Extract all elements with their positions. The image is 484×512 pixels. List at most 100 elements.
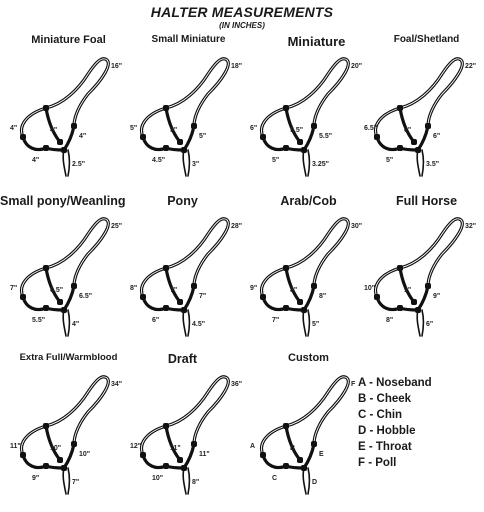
halter-knot <box>425 123 431 129</box>
halter-rope-poll <box>374 217 464 299</box>
rope-highlight <box>261 218 349 298</box>
measurement-noseband: 9" <box>250 285 257 292</box>
measurement-cheek: B <box>290 445 295 452</box>
measurement-throat: 4" <box>72 321 79 328</box>
measurement-throat: 2.5" <box>72 161 85 168</box>
halter-rope-drawing: 30"9"8"8"7"5" <box>250 217 362 337</box>
halter-rope-hobble <box>62 284 76 312</box>
measurement-cheek: 5" <box>170 127 177 134</box>
halter-knot <box>191 441 197 447</box>
halter-knot <box>163 265 169 271</box>
halter-size-label: Foal/Shetland <box>393 34 460 45</box>
measurement-chin: 4" <box>32 157 39 164</box>
measurement-cheek: 10" <box>50 445 61 452</box>
legend-item-hobble: D - Hobble <box>358 425 416 437</box>
halter-rope-lead <box>302 309 307 337</box>
measurement-poll: 16" <box>111 63 122 70</box>
measurement-noseband: 6.5" <box>364 125 377 132</box>
measurement-hobble: E <box>319 451 324 458</box>
measurement-poll: 25" <box>111 223 122 230</box>
legend-item-throat: E - Throat <box>358 441 412 453</box>
halter-rope-nose <box>21 135 48 152</box>
halter-knot <box>163 463 169 469</box>
measurement-hobble: 9" <box>433 293 440 300</box>
measurement-throat: D <box>312 479 317 486</box>
measurement-hobble: 5.5" <box>319 133 332 140</box>
measurement-noseband: 11" <box>10 443 21 450</box>
halter-size-label: Extra Full/Warmblood <box>19 352 118 363</box>
measurement-chin: 10" <box>152 475 163 482</box>
halter-rope-poll <box>20 375 110 457</box>
measurement-hobble: 8" <box>319 293 326 300</box>
halter-knot <box>140 134 146 140</box>
measurement-throat: 7" <box>72 479 79 486</box>
measurement-poll: 36" <box>231 381 242 388</box>
halter-knot <box>20 294 26 300</box>
halter-knot <box>374 294 380 300</box>
measurement-chin: 8" <box>386 317 393 324</box>
halter-rope-hobble <box>302 442 316 470</box>
measurement-hobble: 5" <box>199 133 206 140</box>
halter-rope-hobble <box>182 124 196 152</box>
halter-knot <box>260 294 266 300</box>
halter-rope-hobble <box>182 284 196 312</box>
halter-knot <box>297 457 303 463</box>
measurement-throat: 6" <box>426 321 433 328</box>
measurement-chin: 5" <box>272 157 279 164</box>
halter-rope-lead2 <box>307 149 311 177</box>
halter-knot <box>140 452 146 458</box>
halter-rope-cheek <box>284 424 302 462</box>
halter-size-label: Full Horse <box>395 194 458 208</box>
halter-rope-lead2 <box>67 467 71 495</box>
halter-knot <box>283 305 289 311</box>
halter-rope-drawing: 16"4"4"4"4"2.5" <box>10 57 122 177</box>
halter-rope-hobble <box>302 124 316 152</box>
halter-rope-hobble <box>302 284 316 312</box>
halter-rope-nose <box>141 135 168 152</box>
halter-knot <box>297 299 303 305</box>
measurement-throat: 8" <box>192 479 199 486</box>
halter-rope-cheek <box>164 266 182 304</box>
halter-rope-poll <box>20 57 110 139</box>
measurement-chin: 5" <box>386 157 393 164</box>
halter-rope-poll <box>140 57 230 139</box>
halter-rope-drawing: 25"7"6.5"6.5"5.5"4" <box>10 217 122 337</box>
measurement-cheek: 7" <box>170 287 177 294</box>
halter-rope-hobble <box>416 124 430 152</box>
halter-rope-drawing: 32"10"9"9"8"6" <box>364 217 476 337</box>
halter-knot <box>43 305 49 311</box>
halter-knot <box>301 147 307 153</box>
halter-knot <box>71 283 77 289</box>
halter-knot <box>177 299 183 305</box>
halter-knot <box>397 145 403 151</box>
halter-rope-lead <box>182 467 187 495</box>
measurement-chin: 9" <box>32 475 39 482</box>
halter-knot <box>20 452 26 458</box>
halter-rope-lead <box>416 309 421 337</box>
halter-size-label: Small Miniature <box>151 34 226 45</box>
halter-size-label: Custom <box>288 352 329 364</box>
halter-knot <box>61 147 67 153</box>
halter-knot <box>260 134 266 140</box>
halter-knot <box>191 283 197 289</box>
halter-rope-poll <box>260 217 350 299</box>
halter-size-label: Arab/Cob <box>280 194 337 208</box>
halter-knot <box>177 457 183 463</box>
halter-rope-poll <box>140 375 230 457</box>
rope-highlight <box>261 58 349 138</box>
halter-knot <box>140 294 146 300</box>
halter-rope-nose <box>141 295 168 312</box>
measurement-chin: 7" <box>272 317 279 324</box>
halter-knot <box>301 465 307 471</box>
measurement-noseband: A <box>250 443 255 450</box>
halter-knot <box>163 145 169 151</box>
halter-knot <box>57 139 63 145</box>
measurement-hobble: 11" <box>199 451 210 458</box>
halter-rope-cheek <box>398 106 416 144</box>
halter-knot <box>57 457 63 463</box>
halter-knot <box>163 305 169 311</box>
halter-knot <box>61 307 67 313</box>
halter-rope-cheek <box>164 424 182 462</box>
